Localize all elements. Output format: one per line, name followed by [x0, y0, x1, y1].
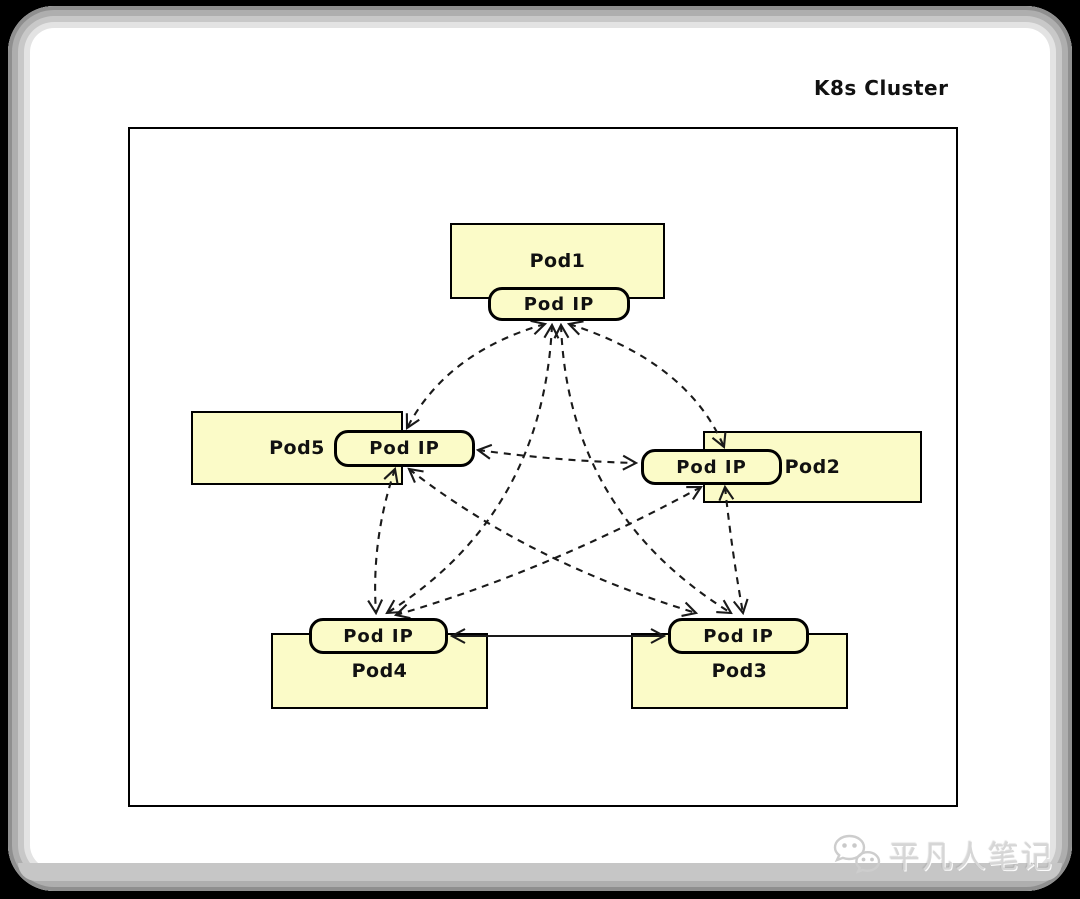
watermark: 平凡人笔记 [831, 832, 1054, 877]
pod4-label: Pod4 [351, 660, 408, 682]
pod1-ip-label: Pod IP [523, 293, 595, 315]
pod1-ip-box: Pod IP [488, 287, 630, 321]
watermark-text: 平凡人笔记 [889, 840, 1054, 876]
wechat-icon [833, 834, 881, 874]
window-bottom-bezel [18, 863, 1062, 881]
pod2-ip-box: Pod IP [641, 449, 782, 485]
pod5-label: Pod5 [269, 437, 325, 459]
pod3-ip-label: Pod IP [703, 625, 774, 647]
pod3-box: Pod3 [631, 633, 848, 709]
pod2-label: Pod2 [784, 456, 841, 478]
cluster-title: K8s Cluster [814, 76, 949, 100]
pod1-label: Pod1 [529, 250, 586, 272]
pod2-ip-label: Pod IP [676, 456, 747, 478]
pod3-label: Pod3 [711, 660, 768, 682]
pod4-ip-box: Pod IP [309, 618, 448, 654]
pod4-ip-label: Pod IP [343, 625, 414, 647]
pod5-ip-label: Pod IP [369, 438, 440, 459]
pod3-ip-box: Pod IP [668, 618, 809, 654]
pod5-ip-box: Pod IP [334, 430, 475, 467]
